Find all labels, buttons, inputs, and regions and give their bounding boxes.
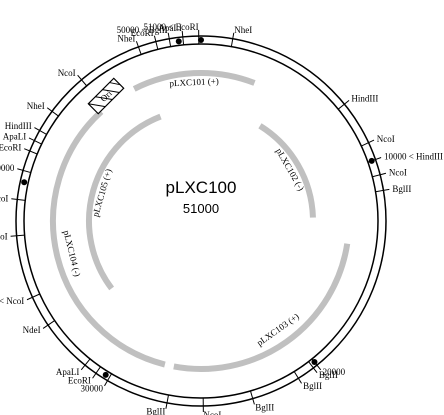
site-label: NcoI xyxy=(0,232,8,242)
site-tick xyxy=(11,198,26,201)
site-label: BglII xyxy=(303,381,322,391)
site-tick xyxy=(165,394,169,409)
ring-outer-edge xyxy=(15,35,387,407)
site-label: 40000 xyxy=(0,163,15,173)
site-label: ApaLI xyxy=(158,23,182,33)
site-label: ApaLI xyxy=(3,132,27,142)
site-label: NheI < NcoI xyxy=(0,296,24,306)
plasmid-backbone-ring xyxy=(15,35,387,407)
site-tick xyxy=(361,139,375,147)
site-label: EcoRI xyxy=(68,376,91,386)
position-marker-dot xyxy=(21,179,28,186)
plasmid-size: 51000 xyxy=(183,201,219,216)
site-tick xyxy=(34,127,47,135)
site-tick xyxy=(135,41,142,55)
site-tick xyxy=(372,172,387,178)
site-label: HindIII xyxy=(5,121,32,131)
site-tick xyxy=(92,366,101,379)
position-marker-dot xyxy=(368,157,375,164)
position-marker-dot xyxy=(311,359,318,366)
site-label: BglII xyxy=(392,184,411,194)
site-tick xyxy=(10,234,25,237)
site-label: BglII xyxy=(255,402,274,412)
site-label: NcoI xyxy=(203,410,221,415)
feature-arc xyxy=(132,70,256,92)
ring-inner-edge xyxy=(23,43,379,399)
site-label: EcoRI xyxy=(0,143,21,153)
marker-dots xyxy=(21,37,375,378)
site-label: EcoRI xyxy=(131,28,154,38)
feature-arc xyxy=(258,123,316,218)
site-tick xyxy=(308,361,318,374)
site-tick xyxy=(337,99,350,110)
site-tick xyxy=(28,137,42,145)
site-tick xyxy=(26,293,40,301)
site-label: 30000 xyxy=(80,383,103,393)
site-tick xyxy=(17,168,31,174)
position-marker-dot xyxy=(198,37,204,43)
site-tick xyxy=(46,107,59,117)
site-tick xyxy=(375,188,390,193)
site-label: NcoI xyxy=(377,134,395,144)
site-label: 10000 < HindIII xyxy=(384,152,443,162)
site-tick xyxy=(167,32,172,47)
site-tick xyxy=(77,74,88,87)
feature-arc xyxy=(50,109,166,368)
site-tick xyxy=(80,358,91,371)
site-tick xyxy=(181,30,185,45)
position-marker-dot xyxy=(175,38,182,45)
plasmid-name: pLXC100 xyxy=(166,178,237,197)
feature-arcs: pLXC101 (+)pLXC102 (-)pLXC103 (+)pLXC104… xyxy=(50,70,351,372)
site-tick xyxy=(104,373,112,387)
site-tick xyxy=(153,35,159,50)
site-tick xyxy=(24,148,38,155)
origin-box: Ori xyxy=(87,77,125,115)
site-label: 20000 xyxy=(323,367,346,377)
site-label: BglII xyxy=(319,370,338,380)
feature-label: pLXC101 (+) xyxy=(169,76,219,88)
site-tick xyxy=(250,390,255,405)
feature-arc xyxy=(86,113,162,291)
feature-label: pLXC103 (+) xyxy=(255,311,301,348)
site-tick xyxy=(293,371,302,384)
feature-arc xyxy=(173,243,351,372)
position-marker-dot xyxy=(102,371,109,378)
site-label: NheI xyxy=(27,101,45,111)
site-label: BglII xyxy=(146,407,165,415)
site-label: 51000 < EcoRI xyxy=(144,22,199,32)
site-label: 50000 < BglII xyxy=(117,25,168,35)
site-label: NdeI xyxy=(23,325,41,335)
site-label: HindIII xyxy=(351,93,378,103)
site-tick xyxy=(230,32,235,47)
site-label: NcoI xyxy=(58,68,76,78)
site-label: NheI xyxy=(117,33,135,43)
site-label: NcoI xyxy=(0,193,8,203)
site-ticks xyxy=(10,30,390,412)
site-label: ApaLI xyxy=(56,367,80,377)
site-label: NheI xyxy=(234,25,252,35)
site-label: NcoI xyxy=(389,168,407,178)
site-tick xyxy=(42,320,55,329)
